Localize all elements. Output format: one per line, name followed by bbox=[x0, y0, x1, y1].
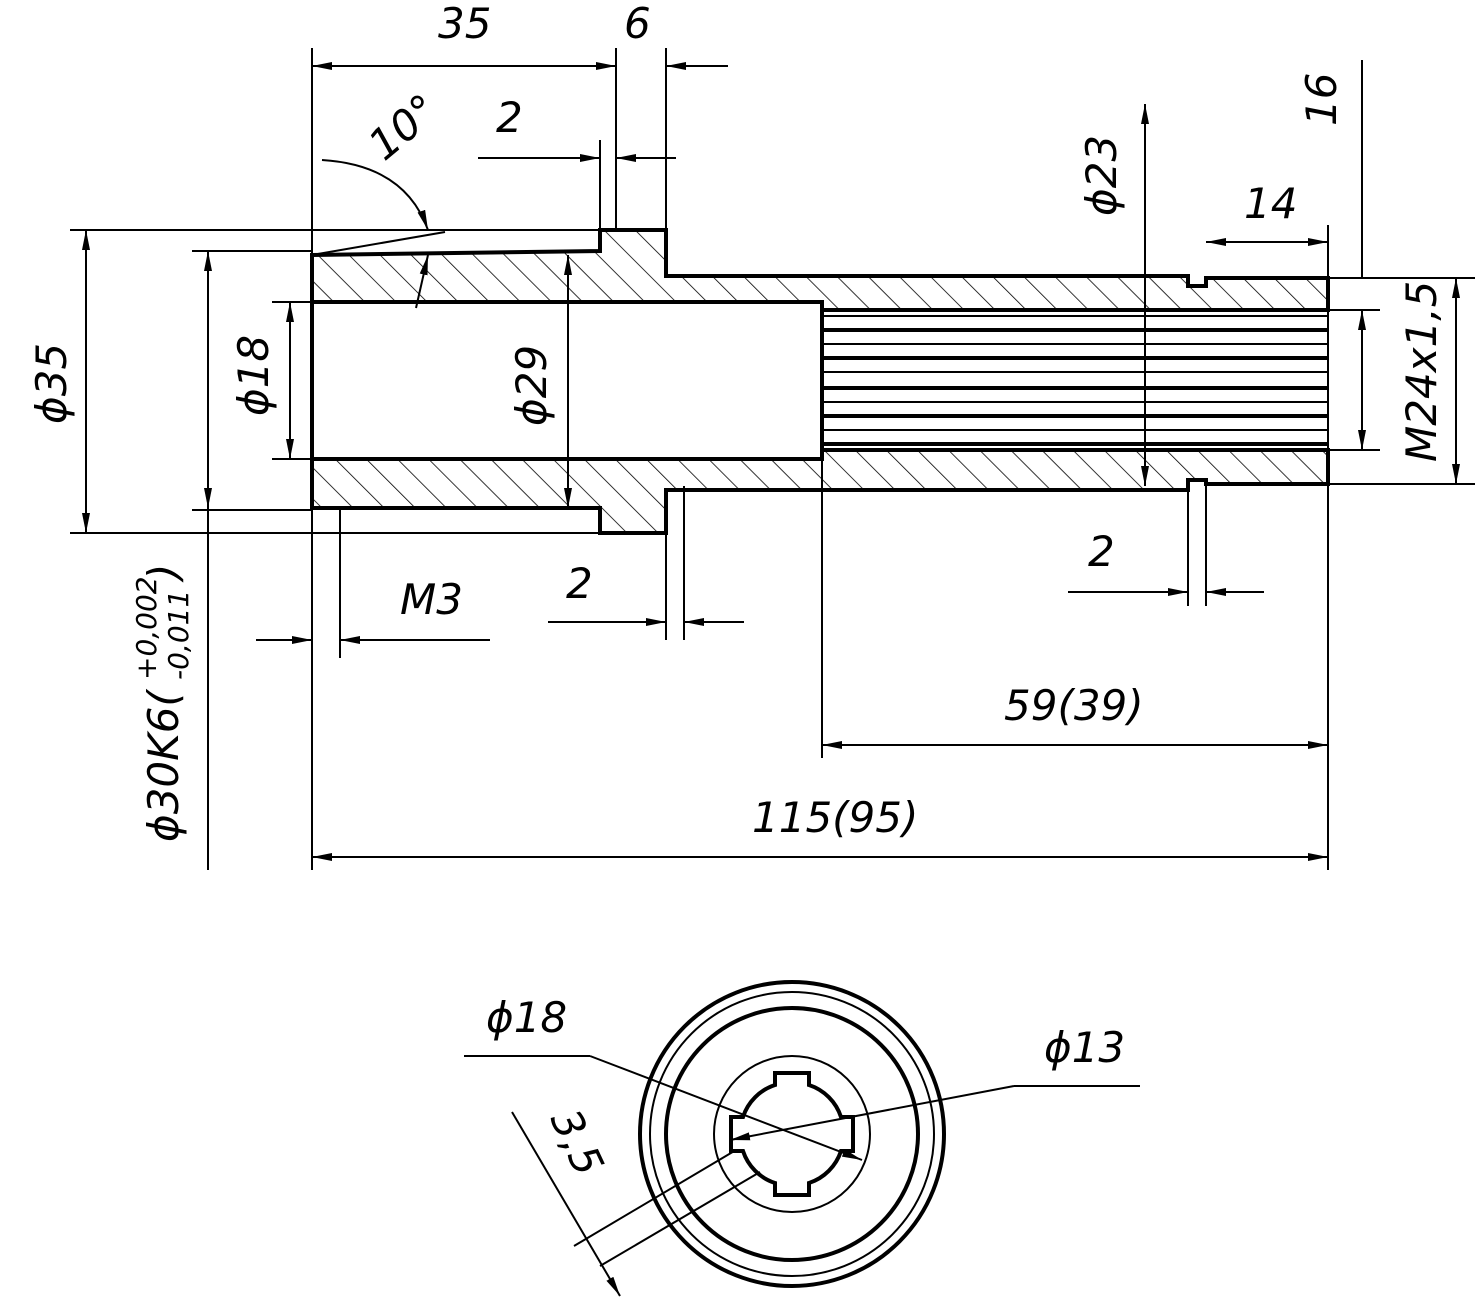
label-dia-35: ϕ35 bbox=[27, 343, 76, 424]
label-dia-29: ϕ29 bbox=[507, 345, 556, 426]
dimensions bbox=[70, 48, 1475, 870]
label-16: 16 bbox=[1297, 73, 1346, 126]
end-bore-circle bbox=[713, 1055, 871, 1213]
label-angle-10: 10° bbox=[359, 84, 448, 169]
end-spline-profile bbox=[729, 1071, 855, 1197]
label-115-95: 115(95) bbox=[752, 793, 918, 842]
label-6: 6 bbox=[624, 0, 651, 48]
label-2-lower-left: 2 bbox=[566, 559, 593, 608]
label-end-dia-18: ϕ18 bbox=[486, 993, 567, 1042]
dimension-labels: 35 6 10° 2 ϕ23 14 16 ϕ35 ϕ18 ϕ29 M24x1,5… bbox=[27, 0, 1446, 842]
end-view: ϕ18 ϕ13 3,5 bbox=[464, 980, 1140, 1297]
lower-wall-section bbox=[310, 448, 1330, 535]
fit-label: ϕ30K6( +0,002 -0,011 ) bbox=[130, 564, 195, 842]
label-35-top: 35 bbox=[438, 0, 491, 48]
section-view bbox=[310, 228, 1330, 640]
fit-close: ) bbox=[139, 564, 188, 583]
label-end-3-5: 3,5 bbox=[541, 1102, 614, 1183]
label-14: 14 bbox=[1244, 179, 1297, 228]
label-59-39: 59(39) bbox=[1004, 681, 1144, 730]
label-2-lower-right: 2 bbox=[1088, 527, 1115, 576]
taper-line bbox=[311, 231, 446, 256]
upper-wall-section bbox=[310, 228, 1330, 312]
fit-main: ϕ30K6( bbox=[139, 689, 188, 842]
label-m3: M3 bbox=[400, 575, 463, 624]
spline-lines bbox=[822, 315, 1328, 446]
label-2-top: 2 bbox=[496, 93, 523, 142]
fit-upper-tolerance: +0,002 bbox=[130, 576, 163, 680]
end-outer-circle bbox=[638, 980, 946, 1288]
end-mid-circle bbox=[664, 1006, 920, 1262]
label-dia-18: ϕ18 bbox=[229, 335, 278, 416]
end-outer-inner-circle bbox=[649, 991, 935, 1277]
label-end-dia-13: ϕ13 bbox=[1044, 1023, 1125, 1072]
label-dia-23: ϕ23 bbox=[1077, 135, 1126, 216]
svg-text:ϕ30K6(: ϕ30K6( bbox=[139, 689, 188, 842]
fit-lower-tolerance: -0,011 bbox=[162, 590, 195, 680]
label-thread-m24: M24x1,5 bbox=[1397, 281, 1446, 462]
